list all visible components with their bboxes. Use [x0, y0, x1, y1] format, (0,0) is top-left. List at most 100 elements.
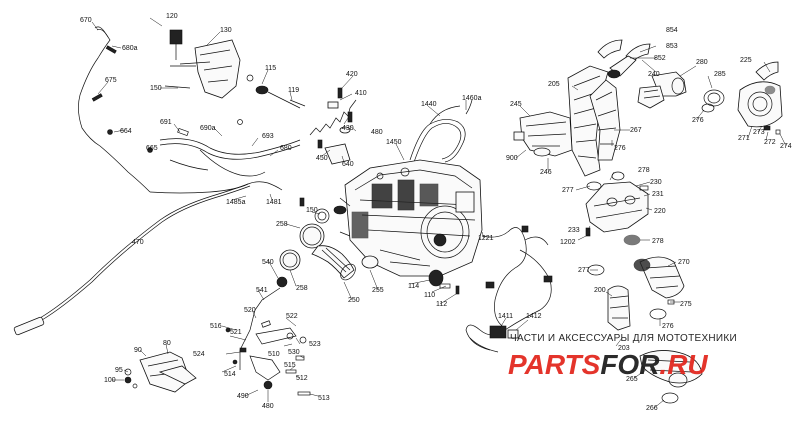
callout-900: 900	[506, 155, 518, 162]
callout-1460a: 1460a	[462, 95, 482, 102]
callout-664: 664	[120, 128, 132, 135]
callout-112: 112	[436, 301, 447, 308]
callout-1485a: 1485a	[226, 199, 246, 206]
callout-480: 480	[371, 129, 383, 136]
callout-271: 271	[738, 135, 750, 142]
harness-branch-690a	[159, 138, 301, 177]
muffler-parts	[597, 39, 783, 135]
breather-hose	[409, 99, 473, 163]
callout-272: 272	[764, 139, 776, 146]
callout-labels: 670 680a 120 130 675 150 115 119 420 410…	[80, 13, 792, 412]
callout-230: 230	[650, 179, 662, 186]
callout-516: 516	[210, 323, 222, 330]
callout-680a: 680a	[122, 45, 138, 52]
callout-522: 522	[286, 313, 298, 320]
callout-114: 114	[408, 283, 419, 290]
callout-276c: 276	[662, 323, 674, 330]
callout-520: 520	[244, 307, 256, 314]
callout-200: 200	[594, 287, 606, 294]
callout-430: 430	[342, 125, 354, 132]
callout-205: 205	[548, 81, 560, 88]
callout-278b: 278	[652, 238, 664, 245]
callout-120: 120	[166, 13, 178, 20]
callout-530: 530	[288, 349, 300, 356]
callout-665: 665	[146, 145, 158, 152]
callout-276b: 276	[692, 117, 704, 124]
callout-693: 693	[262, 133, 274, 140]
callout-1412: 1412	[526, 313, 542, 320]
callout-285: 285	[714, 71, 726, 78]
callout-541: 541	[256, 287, 268, 294]
callout-277b: 277	[578, 267, 590, 274]
watermark-logo-parts: PARTS	[508, 349, 601, 380]
callout-110: 110	[424, 292, 435, 299]
callout-1202: 1202	[560, 239, 576, 246]
callout-225: 225	[740, 57, 752, 64]
callout-150b: 150	[306, 207, 318, 214]
callout-470: 470	[132, 239, 144, 246]
callout-220: 220	[654, 208, 666, 215]
leader-lines	[91, 17, 787, 409]
callout-670: 670	[80, 17, 92, 24]
callout-150: 150	[150, 85, 162, 92]
callout-510: 510	[268, 351, 280, 358]
callout-255: 255	[372, 287, 384, 294]
engine-block	[339, 159, 483, 277]
heat-shields	[513, 111, 573, 157]
throttle-bracket-assembly	[164, 29, 306, 125]
callout-410: 410	[355, 90, 367, 97]
callout-524: 524	[193, 351, 205, 358]
fuel-rail-connector	[469, 325, 519, 353]
callout-119: 119	[288, 87, 299, 94]
callout-490: 490	[237, 393, 249, 400]
callout-691: 691	[160, 119, 172, 126]
callout-203: 203	[618, 345, 630, 352]
callout-90: 90	[134, 347, 142, 354]
callout-245: 245	[510, 101, 522, 108]
callout-80: 80	[163, 340, 171, 347]
callout-480b: 480	[262, 403, 274, 410]
callout-233: 233	[568, 227, 580, 234]
callout-275: 275	[680, 301, 692, 308]
callout-258b: 258	[296, 285, 308, 292]
callout-450: 450	[316, 155, 328, 162]
callout-276a: 276	[614, 145, 626, 152]
callout-513: 513	[318, 395, 330, 402]
callout-514: 514	[224, 371, 236, 378]
shift-linkage	[225, 276, 311, 396]
callout-240: 240	[648, 71, 660, 78]
watermark-logo-ru: .RU	[659, 349, 708, 380]
fasteners-left	[91, 45, 189, 153]
callout-265: 265	[626, 376, 638, 383]
callout-523: 523	[309, 341, 321, 348]
intake-boots	[279, 197, 379, 281]
callout-853: 853	[666, 43, 678, 50]
callout-690a: 690a	[200, 125, 216, 132]
callout-270: 270	[678, 259, 690, 266]
callout-115: 115	[265, 65, 276, 72]
engine-mounts	[428, 269, 460, 295]
callout-515: 515	[284, 362, 296, 369]
callout-852: 852	[654, 55, 666, 62]
bolts-center	[317, 87, 353, 165]
callout-521: 521	[230, 329, 242, 336]
callout-266: 266	[646, 405, 658, 412]
callout-854: 854	[666, 27, 678, 34]
callout-278a: 278	[638, 167, 650, 174]
watermark-logo: PARTSFOR.RU	[508, 349, 708, 380]
callout-540: 540	[262, 259, 274, 266]
callout-420: 420	[346, 71, 358, 78]
callout-130: 130	[220, 27, 232, 34]
exhaust-pipe-205	[567, 65, 621, 177]
throttle-cable-harness	[13, 26, 283, 336]
callout-1411: 1411	[498, 313, 513, 320]
callout-267: 267	[630, 127, 642, 134]
watermark-tagline: ЧАСТИ И АКСЕССУАРЫ ДЛЯ МОТОТЕХНИКИ	[510, 333, 737, 344]
callout-277a: 277	[562, 187, 574, 194]
callout-1221: 1221	[478, 235, 494, 242]
exhaust-lower	[587, 256, 703, 404]
callout-640: 640	[342, 161, 354, 168]
callout-274: 274	[780, 143, 792, 150]
callout-512: 512	[296, 375, 308, 382]
